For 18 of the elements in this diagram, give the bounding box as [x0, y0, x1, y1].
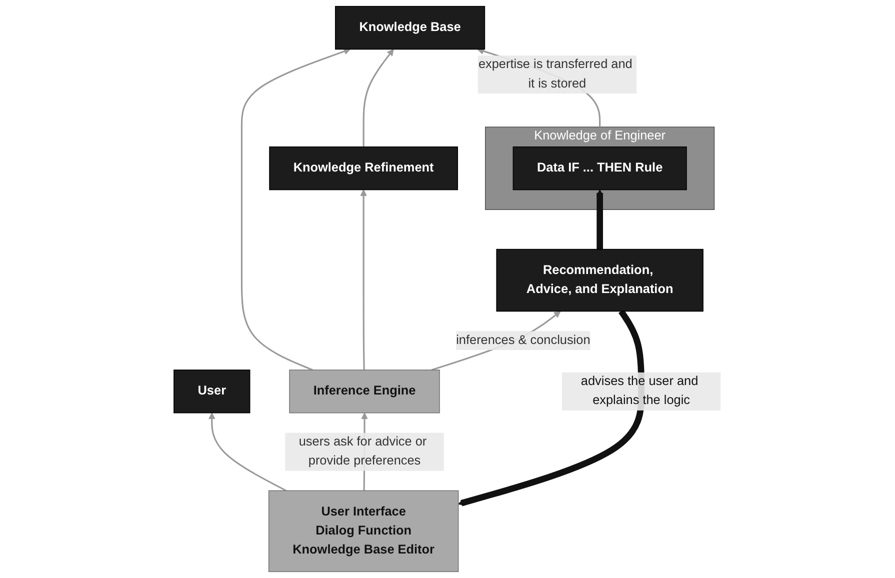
group-title: Knowledge of Engineer — [534, 129, 666, 143]
process-box: Knowledge Base — [335, 6, 486, 50]
process-box: User — [174, 370, 250, 414]
process-box: Data IF ... THEN Rule — [512, 146, 688, 190]
edge-label: users ask for advice or provide preferences — [285, 432, 444, 471]
process-box: Inference Engine — [289, 370, 440, 414]
process-box: Recommendation, Advice, and Explanation — [496, 248, 704, 312]
arrow — [596, 189, 604, 250]
arrow — [360, 189, 368, 370]
arrow — [208, 412, 287, 492]
process-box: User Interface Dialog Function Knowledge Base Editor — [268, 490, 459, 572]
arrow — [458, 309, 645, 506]
process-box: Knowledge Refinement — [269, 146, 458, 190]
edge-label: expertise is transferred and it is stored — [478, 56, 637, 94]
edge-label: inferences & conclusion — [456, 331, 590, 350]
edge-label: advises the user and explains the logic — [562, 372, 721, 410]
arrow — [241, 48, 351, 371]
arrow — [362, 48, 394, 147]
